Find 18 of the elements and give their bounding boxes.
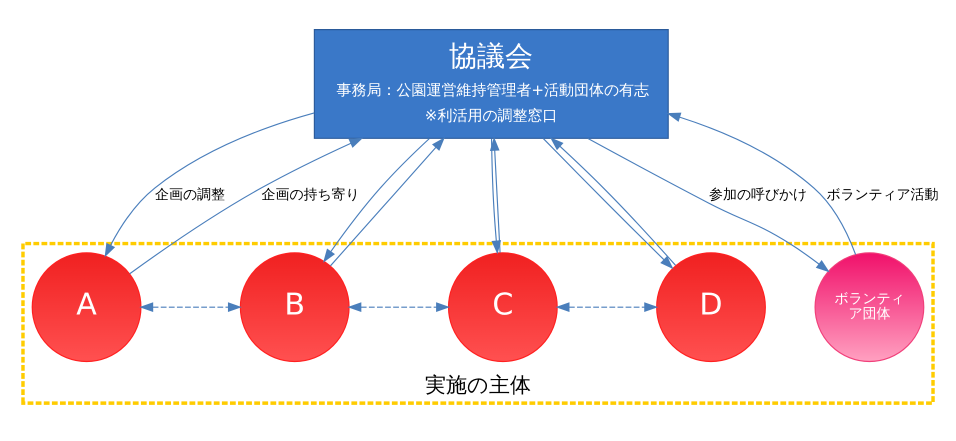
node-circle: D <box>656 252 766 362</box>
arrow <box>347 302 450 312</box>
edge-label: 参加の呼びかけ <box>708 186 807 203</box>
arrow <box>129 137 364 274</box>
arrow <box>323 138 430 262</box>
edge-label: 企画の調整 <box>155 186 226 203</box>
node-circle: B <box>240 252 350 362</box>
arrow <box>139 302 242 312</box>
edge-label: ボランティア活動 <box>826 186 939 203</box>
arrow <box>104 112 314 257</box>
edge-label: 企画の持ち寄り <box>261 186 360 203</box>
arrow <box>666 112 856 254</box>
node-box: 協議会 事務局：公園運営維持管理者+活動団体の有志 ※利活用の調整窓口 <box>314 28 669 138</box>
arrow <box>330 136 445 266</box>
arrow <box>588 137 830 272</box>
arrow <box>556 302 658 312</box>
node-circle: C <box>448 252 558 362</box>
node-circle: A <box>32 252 142 362</box>
